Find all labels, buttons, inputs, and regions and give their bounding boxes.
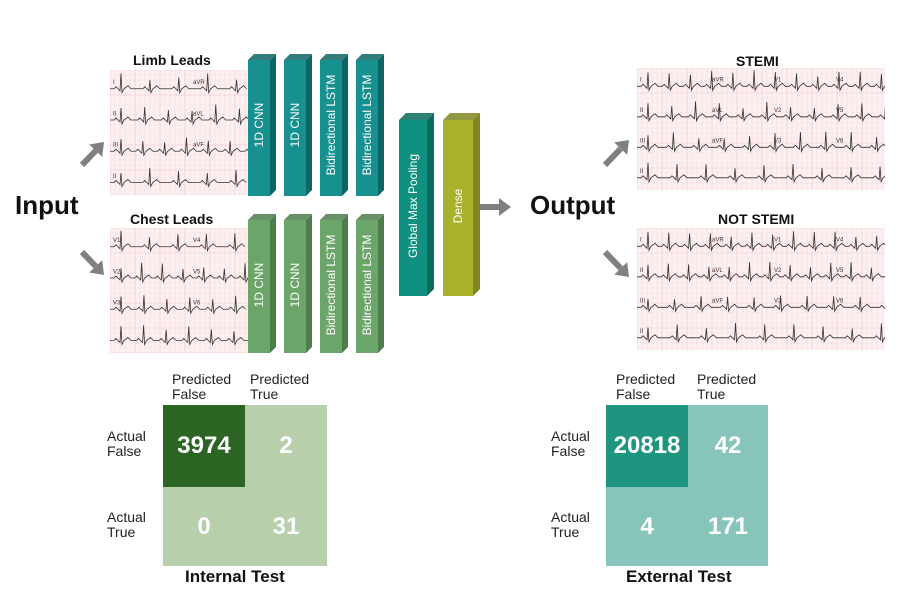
internal-cell-fn: 0 [163, 487, 245, 566]
limb-layer-2-label: 1D CNN [288, 102, 302, 148]
limb-layer-block-3 [320, 54, 348, 196]
ecg-lead-label: aVL [193, 111, 204, 117]
ecg-lead-label: aVF [712, 139, 723, 145]
ecg-lead-label: aVR [712, 238, 724, 244]
external-cell-tn: 20818 [606, 405, 688, 487]
chest-layer-4-label: Bidirectional LSTM [360, 234, 374, 336]
external-cell-tp: 171 [688, 487, 768, 566]
limb-layer-block-2 [284, 54, 312, 196]
internal-cell-tn: 3974 [163, 405, 245, 487]
limb-layer-block-4 [356, 54, 384, 196]
ecg-lead-label: V6 [836, 139, 844, 145]
input-arrow-up [79, 142, 104, 168]
ecg-lead-label: V5 [836, 108, 844, 114]
ecg-lead-label: V2 [774, 108, 782, 114]
limb-layer-4-label: Bidirectional LSTM [360, 74, 374, 176]
chest-layer-block-3 [320, 214, 348, 353]
ecg-lead-label: V6 [836, 299, 844, 305]
output-arrow-down [602, 249, 629, 277]
chest-layer-block-2 [284, 214, 312, 353]
global-max-pooling-block [399, 113, 434, 296]
internal-test-caption: Internal Test [185, 567, 285, 586]
ecg-lead-label: aVL [712, 268, 723, 274]
ecg-lead-label: I [640, 78, 642, 84]
ecg-lead-label: I [113, 80, 115, 86]
ecg-lead-label: I [640, 238, 642, 244]
ecg-lead-label: V1 [113, 238, 121, 244]
input-arrow-down [79, 249, 104, 275]
dense-label: Dense [451, 188, 465, 224]
ecg-lead-label: V4 [193, 238, 201, 244]
chest-layer-3-label: Bidirectional LSTM [324, 234, 338, 336]
dense-block [443, 113, 480, 296]
model-output-arrow [478, 198, 511, 216]
ecg-lead-label: V5 [193, 269, 201, 275]
ecg-lead-label: II [640, 329, 644, 335]
ecg-lead-label: V5 [836, 268, 844, 274]
stemi-title: STEMI [736, 53, 779, 69]
ecg-lead-label: aVF [712, 299, 723, 305]
ecg-lead-label: V2 [774, 268, 782, 274]
external-test-caption: External Test [626, 567, 732, 586]
ecg-lead-label: V1 [774, 78, 782, 84]
global-max-pooling-label: Global Max Pooling [406, 153, 420, 259]
chest-layer-block-4 [356, 214, 384, 353]
ecg-lead-label: II [640, 108, 644, 114]
output-arrow-up [602, 140, 629, 168]
ecg-lead-label: V2 [113, 269, 121, 275]
external-cell-fp: 42 [688, 405, 768, 487]
ecg-lead-label: III [113, 143, 118, 149]
chest-layer-2-label: 1D CNN [288, 262, 302, 308]
ecg-lead-label: aVF [193, 143, 204, 149]
ecg-lead-label: V4 [836, 78, 844, 84]
chest-leads-title: Chest Leads [130, 211, 214, 227]
output-label: Output [530, 190, 616, 220]
ecg-lead-label: V6 [193, 301, 201, 307]
ecg-lead-label: aVL [712, 108, 723, 114]
ecg-lead-label: V4 [836, 238, 844, 244]
ecg-lead-label: V3 [774, 299, 782, 305]
ecg-lead-label: V1 [774, 238, 782, 244]
ecg-lead-label: V3 [113, 301, 121, 307]
limb-layer-3-label: Bidirectional LSTM [324, 74, 338, 176]
ecg-lead-label: III [640, 299, 645, 305]
not-stemi-title: NOT STEMI [718, 211, 795, 227]
internal-cell-fp: 2 [245, 405, 327, 487]
ecg-lead-label: aVR [712, 78, 724, 84]
chest-layer-1-label: 1D CNN [252, 262, 266, 308]
ecg-lead-label: II [113, 174, 117, 180]
limb-layer-1-label: 1D CNN [252, 102, 266, 148]
input-label: Input [15, 190, 79, 220]
ecg-lead-label: II [640, 169, 644, 175]
external-cell-fn: 4 [606, 487, 688, 566]
ecg-lead-label: III [640, 139, 645, 145]
chest-layer-block-1 [248, 214, 276, 353]
internal-cell-tp: 31 [245, 487, 327, 566]
limb-leads-title: Limb Leads [133, 52, 211, 68]
ecg-lead-label: II [113, 111, 117, 117]
ecg-lead-label: aVR [193, 80, 205, 86]
limb-layer-block-1 [248, 54, 276, 196]
ecg-lead-label: II [640, 268, 644, 274]
ecg-lead-label: V3 [774, 139, 782, 145]
